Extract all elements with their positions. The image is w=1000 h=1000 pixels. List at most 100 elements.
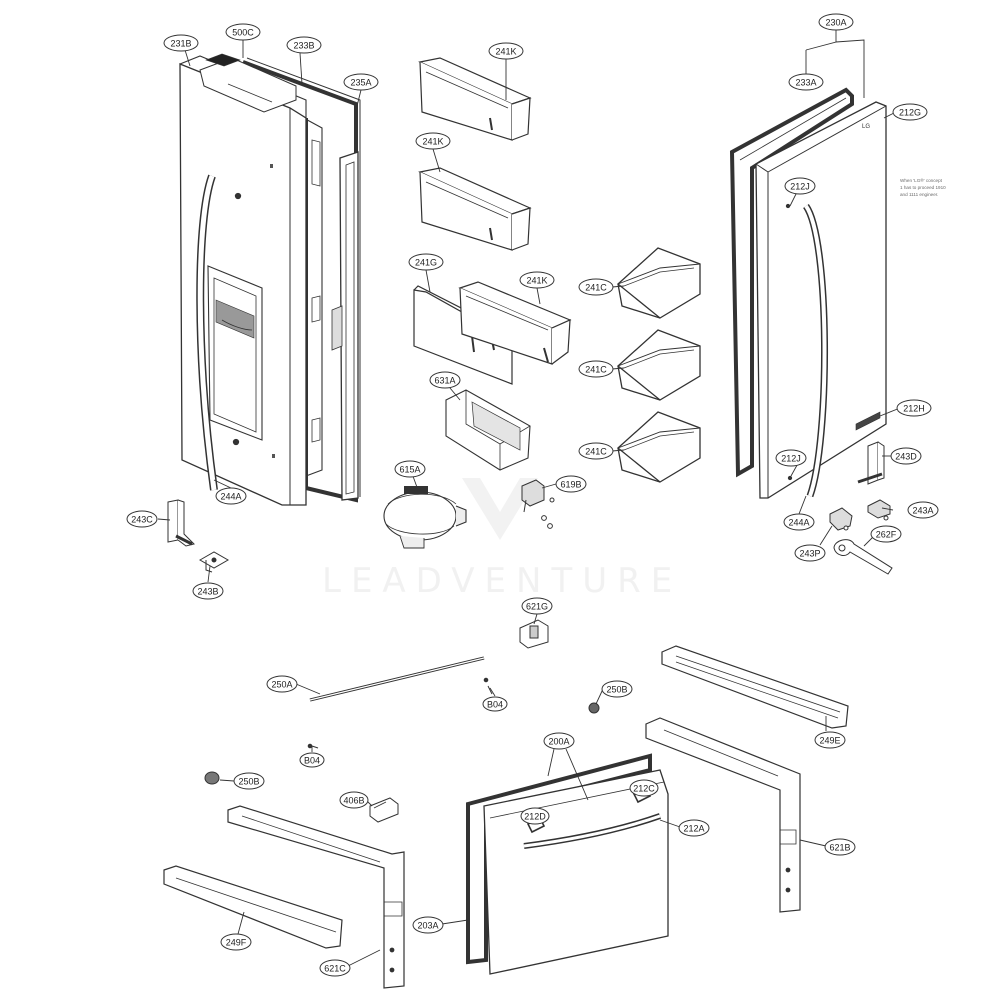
callout-212D: 212D [520,807,550,825]
valve-619B [522,480,554,528]
door-bin-241C-top [618,248,700,318]
svg-text:241K: 241K [422,137,443,147]
svg-text:212G: 212G [899,108,921,118]
callout-243A: 243A [907,501,939,519]
right-door-assembly: LG [732,90,886,498]
tool-262F [834,540,892,574]
callout-615A: 615A [394,460,426,478]
callout-B04-lower: B04 [299,752,325,768]
svg-text:244A: 244A [788,518,809,528]
svg-text:243D: 243D [895,452,917,462]
callout-241C-middle: 241C [578,360,614,378]
svg-text:241C: 241C [585,365,607,375]
callout-212J-top: 212J [784,177,816,195]
rail-621C [228,806,404,988]
callout-500C: 500C [225,23,261,41]
svg-text:621G: 621G [526,602,548,612]
svg-text:B04: B04 [304,756,320,766]
svg-text:212D: 212D [524,812,546,822]
rod-250A [310,658,484,700]
water-filter-615A [384,486,466,548]
callout-212H: 212H [896,399,932,417]
callout-621C: 621C [319,959,351,977]
door-bin-241K-lower [460,282,570,364]
callout-621B: 621B [824,838,856,856]
callout-244A-right: 244A [783,513,815,531]
callout-619B: 619B [555,475,587,493]
svg-text:212J: 212J [781,454,801,464]
svg-text:212H: 212H [903,404,925,414]
callout-406B: 406B [339,791,369,809]
svg-text:621C: 621C [324,964,346,974]
svg-text:249E: 249E [819,736,840,746]
svg-text:241K: 241K [526,276,547,286]
callout-250A: 250A [266,675,298,693]
svg-text:231B: 231B [170,39,191,49]
callout-262F: 262F [870,525,902,543]
svg-text:243A: 243A [912,506,933,516]
svg-text:B04: B04 [487,700,503,710]
part-406B [370,798,398,822]
svg-text:262F: 262F [876,530,897,540]
svg-text:243C: 243C [131,515,153,525]
svg-text:230A: 230A [825,18,846,28]
callout-235A: 235A [343,73,379,91]
callout-250B-upper: 250B [601,680,633,698]
callout-241K-top: 241K [488,42,524,60]
svg-text:241G: 241G [415,258,437,268]
hinge-243C [168,500,194,546]
rail-249E [662,646,848,728]
callout-241C-bottom: 241C [578,442,614,460]
callout-231B: 231B [163,34,199,52]
door-bin-241C-bottom [618,412,700,482]
callout-200A: 200A [543,732,575,750]
svg-text:631A: 631A [434,376,455,386]
door-bin-241K-middle [420,168,530,250]
svg-text:243B: 243B [197,587,218,597]
hinge-243A [868,500,890,520]
callout-241K-middle: 241K [415,132,451,150]
svg-text:241C: 241C [585,447,607,457]
callout-B04-upper: B04 [482,696,508,712]
svg-text:LG: LG [862,124,870,130]
svg-text:235A: 235A [350,78,371,88]
callout-241K-lower: 241K [519,271,555,289]
svg-text:200A: 200A [548,737,569,747]
callout-233A: 233A [788,73,824,91]
svg-text:212J: 212J [790,182,810,192]
callout-250B-lower: 250B [233,772,265,790]
svg-text:406B: 406B [343,796,364,806]
callout-243C: 243C [126,510,158,528]
callout-212J-bottom: 212J [775,449,807,467]
callout-243P: 243P [794,544,826,562]
hinge-243B [200,552,228,572]
svg-text:212A: 212A [683,824,704,834]
svg-text:250B: 250B [606,685,627,695]
stopper-250B-lower [205,772,219,784]
callout-621G: 621G [521,597,553,615]
svg-text:250B: 250B [238,777,259,787]
callout-249E: 249E [814,731,846,749]
rail-249F [164,866,342,948]
svg-text:203A: 203A [417,921,438,931]
svg-text:233A: 233A [795,78,816,88]
callout-212C: 212C [629,779,659,797]
svg-text:241K: 241K [495,47,516,57]
screw-B04-lower [308,744,318,748]
callout-243D: 243D [890,447,922,465]
ice-bin-631A [446,390,530,470]
callout-233B: 233B [286,36,322,54]
stopper-250B-upper [589,703,599,713]
hinge-243D [858,442,884,484]
svg-text:619B: 619B [560,480,581,490]
left-door-assembly [180,54,360,505]
callout-249F: 249F [220,933,252,951]
callout-243B: 243B [192,582,224,600]
svg-text:244A: 244A [220,492,241,502]
rail-621B [646,718,800,912]
callout-631A: 631A [429,371,461,389]
leader-lines [157,30,901,967]
callout-212G: 212G [892,103,928,121]
svg-text:250A: 250A [271,680,292,690]
